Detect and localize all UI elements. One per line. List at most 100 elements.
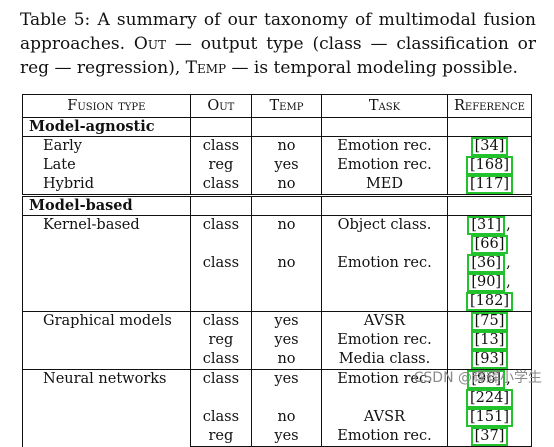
fusion-type-cell: Neural networks (22, 369, 191, 447)
reference-separator: , (506, 274, 511, 290)
caption-out-term: Out (133, 34, 166, 54)
reference-separator: , (506, 217, 511, 233)
table-header-row: Fusion type Out Temp Task Reference (22, 94, 532, 118)
reference-cell: [93] (447, 350, 532, 370)
reference-link[interactable]: [90] (467, 273, 506, 292)
temp-cell: no (251, 215, 322, 254)
task-cell: AVSR (320, 408, 449, 427)
task-cell: Emotion rec. (320, 331, 449, 350)
empty-cell (320, 194, 449, 216)
taxonomy-table: Fusion type Out Temp Task Reference Mode… (22, 94, 532, 447)
empty-cell (251, 194, 322, 216)
section-header-row: Model-based (22, 194, 532, 216)
out-cell: class (189, 254, 253, 312)
reference-cell: [75] (447, 311, 532, 331)
reference-link[interactable]: [36] (467, 254, 506, 273)
reference-link[interactable]: [151] (466, 408, 513, 427)
fusion-type-cell: Hybrid (22, 175, 191, 196)
reference-cell: [37] (447, 427, 532, 447)
reference-separator: , (506, 371, 511, 387)
section-header-row: Model-agnostic (22, 117, 532, 137)
empty-cell (447, 194, 532, 216)
header-reference: Reference (447, 94, 532, 118)
out-cell: class (189, 311, 253, 331)
fusion-type-cell: Late (22, 156, 191, 175)
reference-cell: [36], [90], [182] (447, 254, 532, 312)
empty-cell (189, 194, 253, 216)
reference-cell: [151] (447, 408, 532, 427)
task-cell: Media class. (320, 350, 449, 370)
fusion-type-cell: Early (22, 136, 191, 156)
temp-cell: no (251, 408, 322, 427)
out-cell: reg (189, 156, 253, 175)
header-out: Out (189, 94, 253, 118)
reference-cell: [31], [66] (447, 215, 532, 254)
out-cell: class (189, 215, 253, 254)
section-title: Model-based (22, 194, 191, 216)
empty-cell (320, 117, 449, 137)
reference-link[interactable]: [37] (470, 427, 509, 446)
reference-link[interactable]: [93] (470, 350, 509, 369)
task-cell: AVSR (320, 311, 449, 331)
temp-cell: yes (251, 311, 322, 331)
task-cell: Emotion rec. (320, 427, 449, 447)
fusion-type-cell: Graphical models (22, 311, 191, 370)
section-title: Model-agnostic (22, 117, 191, 137)
reference-link[interactable]: [66] (470, 235, 509, 254)
task-cell: Emotion rec. (320, 156, 449, 175)
caption-temp-desc: — is temporal modeling possible. (226, 58, 518, 78)
reference-link[interactable]: [34] (470, 137, 509, 156)
watermark: CSDN @辉辉小学生 (413, 370, 542, 386)
reference-link[interactable]: [182] (466, 292, 513, 311)
header-temp: Temp (251, 94, 322, 118)
temp-cell: no (251, 136, 322, 156)
reference-link[interactable]: [75] (470, 312, 509, 331)
temp-cell: no (251, 175, 322, 196)
task-cell: Object class. (320, 215, 449, 254)
task-cell: MED (320, 175, 449, 196)
reference-link[interactable]: [117] (466, 175, 513, 194)
temp-cell: yes (251, 156, 322, 175)
temp-cell: yes (251, 369, 322, 408)
temp-cell: yes (251, 331, 322, 350)
header-fusion-type: Fusion type (22, 94, 191, 118)
caption-temp-term: Temp (185, 58, 227, 78)
out-cell: class (189, 369, 253, 408)
reference-link[interactable]: [31] (467, 216, 506, 235)
fusion-type-cell: Kernel-based (22, 215, 191, 312)
reference-separator: , (506, 255, 511, 271)
empty-cell (189, 117, 253, 137)
caption-prefix: Table 5: A summary of our taxonomy of mu… (20, 10, 536, 54)
out-cell: class (189, 136, 253, 156)
temp-cell: no (251, 254, 322, 312)
task-cell: Emotion rec. (320, 136, 449, 156)
task-cell: Emotion rec. (320, 254, 449, 312)
reference-link[interactable]: [168] (466, 156, 513, 175)
table-caption: Table 5: A summary of our taxonomy of mu… (20, 8, 536, 80)
reference-cell: [117] (447, 175, 532, 196)
header-task: Task (320, 94, 449, 118)
out-cell: class (189, 175, 253, 196)
empty-cell (447, 117, 532, 137)
empty-cell (251, 117, 322, 137)
temp-cell: no (251, 350, 322, 370)
reference-link[interactable]: [13] (470, 331, 509, 350)
out-cell: class (189, 350, 253, 370)
out-cell: reg (189, 331, 253, 350)
reference-cell: [34] (447, 136, 532, 156)
caption-out-desc: — output type (class — classification or… (20, 34, 536, 78)
reference-cell: [13] (447, 331, 532, 350)
reference-link[interactable]: [96] (467, 370, 506, 389)
reference-link[interactable]: [224] (466, 389, 513, 408)
temp-cell: yes (251, 427, 322, 447)
out-cell: reg (189, 427, 253, 447)
